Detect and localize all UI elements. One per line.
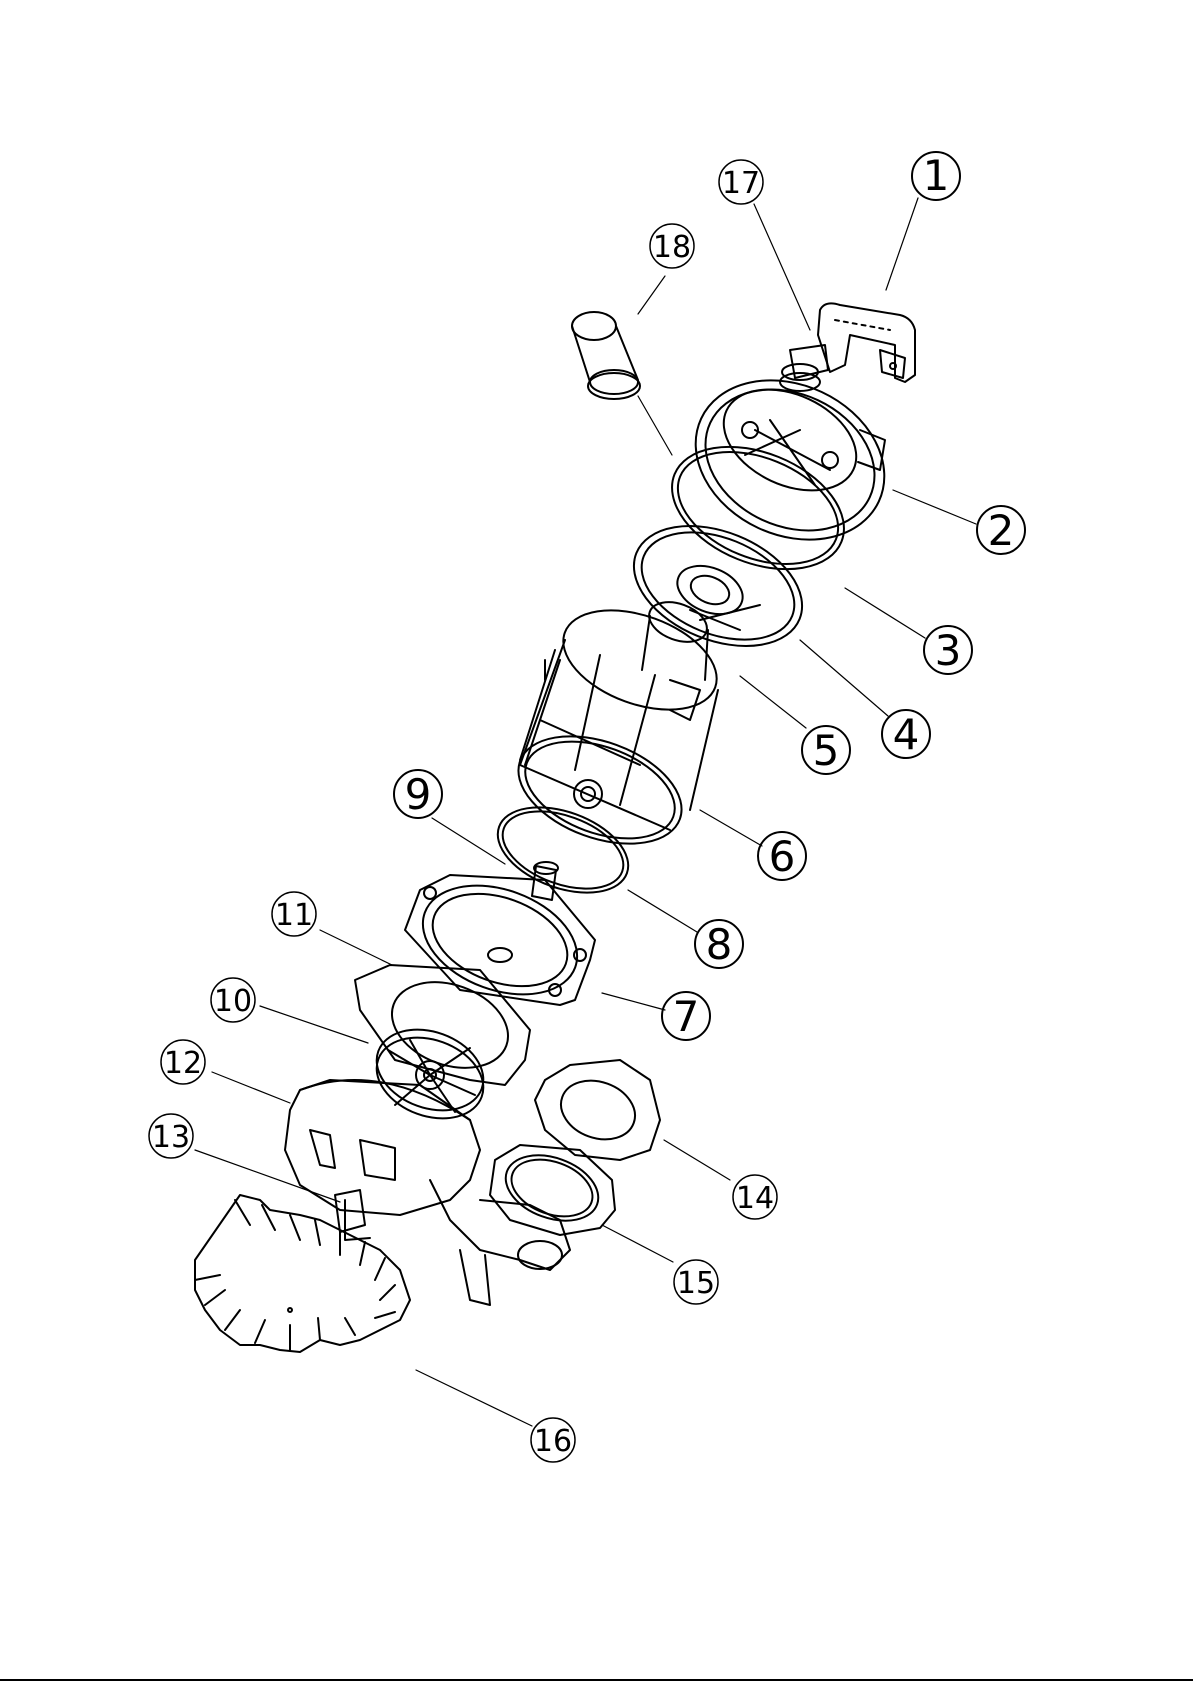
callout-2: 2	[977, 506, 1025, 555]
callout-15: 15	[674, 1260, 718, 1304]
part-18-cap	[572, 312, 640, 399]
callout-17-text: 17	[722, 166, 760, 201]
callout-4: 4	[882, 710, 930, 759]
callout-9: 9	[394, 770, 442, 819]
callout-16: 16	[531, 1418, 575, 1462]
part-16-finned-cover	[195, 1195, 410, 1352]
callout-11-text: 11	[275, 898, 313, 933]
part-12-pump-body	[285, 1080, 570, 1305]
callout-6: 6	[758, 832, 806, 881]
callout-6-text: 6	[769, 832, 796, 881]
callout-3-text: 3	[935, 626, 962, 675]
part-17-connector	[780, 345, 828, 391]
callout-14-text: 14	[736, 1181, 774, 1216]
part-7-flange	[405, 866, 595, 1015]
callout-14: 14	[733, 1175, 777, 1219]
callout-9-text: 9	[405, 770, 432, 819]
part-2-top-cover	[669, 351, 910, 570]
part-5-shaft	[642, 595, 712, 680]
callout-7: 7	[662, 992, 710, 1041]
callout-8: 8	[695, 920, 743, 969]
callout-3: 3	[924, 626, 972, 675]
callout-18-text: 18	[653, 230, 691, 265]
callout-18: 18	[650, 224, 694, 268]
part-6-motor-housing	[504, 591, 731, 864]
callout-17: 17	[719, 160, 763, 204]
callout-5-text: 5	[813, 726, 840, 775]
callout-5: 5	[802, 726, 850, 775]
leader-lines	[195, 198, 976, 1426]
callout-12-text: 12	[164, 1046, 202, 1081]
part-10-impeller	[365, 1015, 494, 1132]
callout-13-text: 13	[152, 1120, 190, 1155]
callout-8-text: 8	[706, 920, 733, 969]
callout-16-text: 16	[534, 1424, 572, 1459]
callout-15-text: 15	[677, 1266, 715, 1301]
callout-1: 1	[912, 151, 960, 200]
callout-1-text: 1	[923, 151, 950, 200]
part-14-outlet-flange	[535, 1060, 660, 1160]
callout-7-text: 7	[673, 992, 700, 1041]
part-1-bracket	[818, 303, 915, 382]
callout-12: 12	[161, 1040, 205, 1084]
callout-2-text: 2	[988, 506, 1015, 555]
callout-4-text: 4	[893, 710, 920, 759]
callout-13: 13	[149, 1114, 193, 1158]
callout-10: 10	[211, 978, 255, 1022]
page-bottom-rule	[0, 1679, 1193, 1681]
callout-10-text: 10	[214, 984, 252, 1019]
callout-11: 11	[272, 892, 316, 936]
